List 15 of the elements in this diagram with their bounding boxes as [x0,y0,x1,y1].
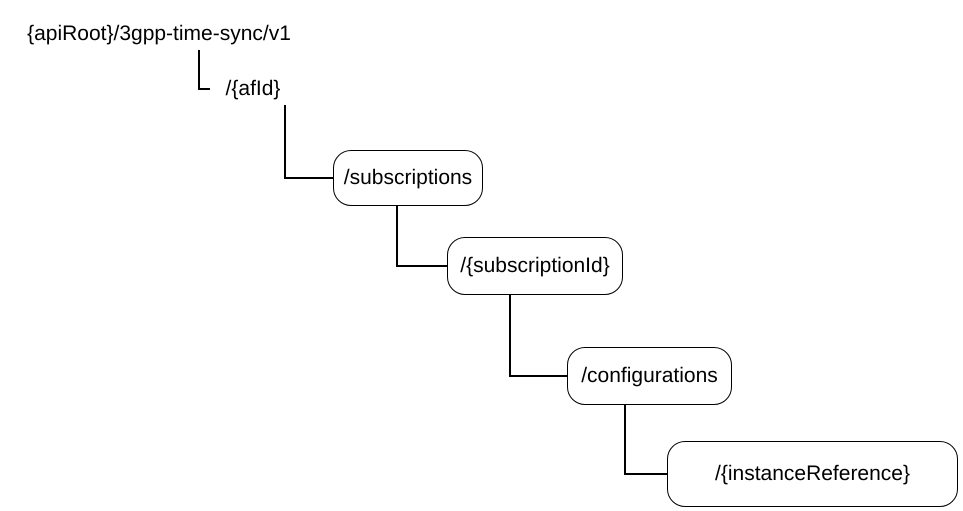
resource-path: /{subscriptionId} [460,254,610,278]
resource-path: {apiRoot}/3gpp-time-sync/v1 [27,22,291,46]
connector-line [509,295,567,377]
connector-line [624,405,667,475]
resource-path: /configurations [581,364,718,388]
connector-line [396,206,447,267]
resource-box [447,237,623,295]
resource-box [667,441,958,507]
resource-box [333,150,483,206]
resource-path: /{afId} [226,77,280,101]
connector-line [284,105,333,179]
resource-path: /{instanceReference} [715,462,910,486]
resource-box [567,347,732,405]
resource-path: /subscriptions [344,166,472,190]
connector-line [198,50,210,90]
